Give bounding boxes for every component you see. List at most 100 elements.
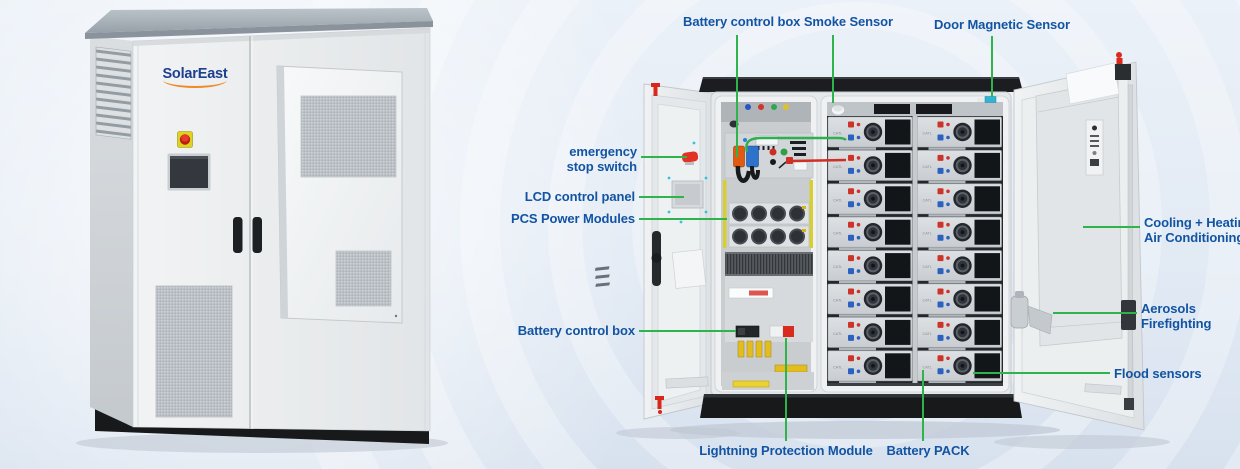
door-handle-left <box>233 217 243 253</box>
base-lip <box>704 394 1018 398</box>
power-cable-loop2 <box>750 165 760 180</box>
label-battery-control-box: Battery control box <box>517 323 635 338</box>
emergency-stop-button <box>177 131 193 148</box>
battery-module-brand: CATL <box>923 232 932 236</box>
battery-rack-column-2: CATL CATL CATL CATL CATL CATL CATL CATL <box>917 116 1002 384</box>
smoke-sensor-device <box>831 104 845 116</box>
door-louver-bracket <box>594 249 707 289</box>
battery-module: CATL <box>917 150 1002 184</box>
leader-battery-control-box-lower <box>639 330 736 332</box>
leader-lightning-module <box>785 338 787 441</box>
door-latch-rod <box>1127 84 1133 404</box>
ac-unit <box>276 65 403 324</box>
battery-module: CATL <box>917 183 1002 217</box>
leader-aerosols <box>1053 312 1137 314</box>
battery-module: CATL <box>827 317 913 351</box>
ac-back-panel <box>1035 79 1123 347</box>
label-pcs-power-modules: PCS Power Modules <box>511 211 635 226</box>
battery-module-brand: CATL <box>923 332 932 336</box>
lcd-control-panel-device <box>667 141 708 224</box>
battery-module-brand: CATL <box>923 265 932 269</box>
battery-control-box-device <box>735 325 760 338</box>
door-hinge-top <box>651 83 660 96</box>
left-door-shadow <box>616 427 740 439</box>
battery-module: CATL <box>917 350 1002 384</box>
label-door-magnetic-sensor: Door Magnetic Sensor <box>934 17 1070 32</box>
right-door-bottom-bracket <box>1084 383 1122 395</box>
label-lcd-control-panel: LCD control panel <box>524 189 635 204</box>
battery-module: CATL <box>827 183 913 217</box>
fuse-holders <box>737 340 772 358</box>
label-flood-sensors: Flood sensors <box>1114 366 1202 381</box>
battery-module-brand: CATL <box>833 232 842 236</box>
roof-fascia <box>85 21 433 39</box>
rack-divider <box>912 116 918 386</box>
battery-module-brand: CATL <box>833 132 842 136</box>
emergency-stop-switch-device <box>681 151 699 163</box>
pcs-power-modules-device <box>723 180 813 248</box>
battery-module: CATL <box>917 283 1002 317</box>
battery-module-brand: CATL <box>833 165 842 169</box>
ac-bottom-grille <box>335 250 392 307</box>
battery-module-brand: CATL <box>833 198 842 202</box>
leader-flood-sensors <box>973 372 1110 374</box>
open-cabinet-shadow <box>670 421 1060 439</box>
switch-base <box>685 162 694 165</box>
green-button <box>780 148 788 156</box>
battery-module: CATL <box>827 250 913 284</box>
door-handle-hub <box>651 253 662 263</box>
battery-module: CATL <box>917 317 1002 351</box>
battery-module-brand: CATL <box>833 332 842 336</box>
battery-module: CATL <box>827 216 913 250</box>
black-knob <box>770 159 776 165</box>
door-magnetic-sensor-device <box>977 96 997 103</box>
rack-floor <box>827 383 1003 386</box>
label-emergency-stop-switch: emergency stop switch <box>566 144 638 174</box>
battery-module-brand: CATL <box>923 198 932 202</box>
control-panel <box>724 132 814 183</box>
label-battery-pack: Battery PACK <box>886 443 970 458</box>
battery-module-brand: CATL <box>833 265 842 269</box>
label-battery-control-box-smoke-sensor: Battery control box Smoke Sensor <box>683 14 893 29</box>
red-cable-terminal <box>786 157 793 164</box>
ac-top-grille <box>300 95 397 178</box>
battery-module-brand: CATL <box>923 365 932 369</box>
leader-battery-control-box <box>736 35 738 157</box>
logo-swoosh <box>163 72 227 88</box>
leader-door-magnetic-sensor <box>991 36 993 97</box>
right-door-hinge-top <box>1115 52 1131 80</box>
cabinet-top-cap <box>699 77 1023 92</box>
interconnect-cables <box>745 136 847 164</box>
door-handle-right <box>252 217 262 253</box>
control-compartment <box>714 95 818 393</box>
top-vent-left <box>874 104 910 114</box>
door-latch-block <box>1121 300 1136 330</box>
aerosol-extinguisher-device <box>1010 291 1053 335</box>
door-bottom-bracket <box>665 376 709 389</box>
leader-cooling <box>1083 226 1140 228</box>
battery-module: CATL <box>917 116 1002 150</box>
label-cooling-heating-ac: Cooling + Heating Air Conditioning <box>1144 215 1240 245</box>
label-strip-red <box>749 290 768 296</box>
label-aerosols-firefighting: Aerosols Firefighting <box>1141 301 1212 331</box>
battery-module-brand: CATL <box>833 365 842 369</box>
open-cabinet-base <box>700 394 1022 418</box>
leader-emergency-stop <box>641 156 687 158</box>
label-lightning-protection-module: Lightning Protection Module <box>699 443 873 458</box>
leader-lcd-panel <box>639 196 684 198</box>
battery-module: CATL <box>917 250 1002 284</box>
front-mesh-vent <box>155 285 233 418</box>
open-right-door <box>1010 52 1145 431</box>
cabinet-roof <box>85 8 433 33</box>
closed-cabinet <box>76 8 448 453</box>
indicator-lights <box>745 104 789 110</box>
green-comm-cable <box>745 136 847 153</box>
door-latch-foot <box>1124 398 1134 410</box>
power-cable-loop <box>735 165 752 183</box>
red-power-cable <box>791 158 847 163</box>
battery-module-brand: CATL <box>923 132 932 136</box>
